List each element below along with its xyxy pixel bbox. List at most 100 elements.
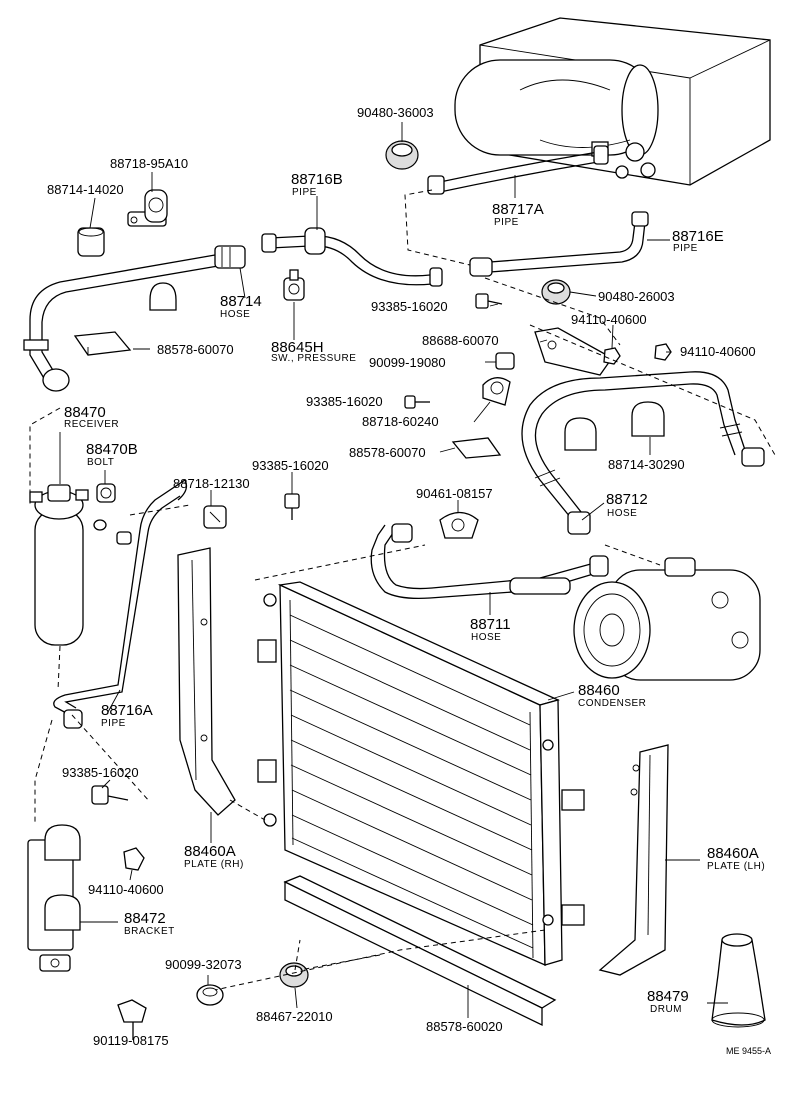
label-88467-22010: 88467-22010 [256, 1009, 333, 1024]
label-88711: 88711 [470, 616, 511, 633]
bolt-93385-d [91, 785, 129, 805]
dashed-connectors [29, 189, 776, 991]
label-88688-60070: 88688-60070 [422, 333, 499, 348]
label-93385-16020-a: 93385-16020 [371, 299, 448, 314]
evaporator-unit [454, 17, 771, 186]
label-88578-60070-b: 88578-60070 [349, 445, 426, 460]
grommet-88714-30290-b [631, 401, 665, 437]
hose-88711 [370, 523, 609, 600]
label-88716A-sub: PIPE [101, 718, 126, 729]
hose-88714 [23, 245, 246, 392]
nut-94110-c [123, 847, 145, 871]
label-88645H-sub: SW., PRESSURE [271, 353, 357, 364]
leader-lines [59, 122, 728, 1040]
label-88645H: 88645H [271, 339, 324, 356]
label-94110-40600-c: 94110-40600 [88, 882, 164, 897]
label-88717A-sub: PIPE [494, 217, 519, 228]
label-88716A: 88716A [101, 702, 153, 719]
label-88712-sub: HOSE [607, 508, 638, 519]
label-90099-32073: 90099-32073 [165, 957, 242, 972]
compressor [573, 557, 761, 681]
label-88470B: 88470B [86, 441, 138, 458]
collar-90099-32073 [196, 984, 224, 1006]
label-88460A-lh: 88460A [707, 845, 759, 862]
bolt-93385-a [475, 293, 503, 309]
label-88718-60240: 88718-60240 [362, 414, 439, 429]
label-90480-26003: 90480-26003 [598, 289, 675, 304]
cushion-88578-60070-b [451, 437, 502, 459]
label-88717A: 88717A [492, 201, 544, 218]
label-88578-60070-a: 88578-60070 [157, 342, 234, 357]
label-88479: 88479 [647, 988, 689, 1005]
cushion-90099-19080 [495, 352, 515, 370]
condenser-fins [289, 614, 534, 949]
label-88460-sub: CONDENSER [578, 698, 647, 709]
label-88718-95A10: 88718-95A10 [110, 156, 189, 171]
label-90119-08175: 90119-08175 [93, 1033, 169, 1048]
condenser-88460 [257, 581, 585, 967]
bolt-93385-c [284, 493, 300, 520]
label-88716E: 88716E [672, 228, 724, 245]
label-88714-14020: 88714-14020 [47, 182, 124, 197]
clamp-88718-95A10 [127, 189, 168, 227]
label-90480-36003: 90480-36003 [357, 105, 434, 120]
label-88578-60020: 88578-60020 [426, 1019, 503, 1034]
label-93385-16020-d: 93385-16020 [62, 765, 139, 780]
grommet-88714-30290-a [564, 417, 597, 451]
label-88714-sub: HOSE [220, 309, 251, 320]
label-88472-sub: BRACKET [124, 926, 175, 937]
label-88460: 88460 [578, 682, 620, 699]
pipe-88717A [427, 145, 609, 195]
grommet-88714-mid [149, 282, 177, 311]
label-94110-40600-a: 94110-40600 [571, 312, 647, 327]
label-90099-19080: 90099-19080 [369, 355, 446, 370]
bolt-93385-b [404, 395, 430, 409]
plate-rh [177, 547, 236, 816]
label-88716B: 88716B [291, 171, 343, 188]
hose-88712 [521, 371, 765, 535]
label-93385-16020-b: 93385-16020 [306, 394, 383, 409]
label-88460A-rh: 88460A [184, 843, 236, 860]
nut-94110-a [603, 347, 621, 365]
grommet-90480-26003 [541, 279, 571, 305]
label-88479-sub: DRUM [650, 1004, 682, 1015]
label-88470B-sub: BOLT [87, 457, 115, 468]
label-88460A-rh-sub: PLATE (RH) [184, 859, 244, 870]
label-88711-sub: HOSE [471, 632, 502, 643]
pressure-switch-88645H [283, 269, 305, 301]
receiver-88470 [29, 484, 89, 646]
bracket-88472 [27, 824, 81, 972]
nut-94110-b [654, 343, 672, 361]
cushion-88578-60070-a [73, 331, 132, 356]
label-88714-30290: 88714-30290 [608, 457, 685, 472]
clamp-90461-08157 [439, 511, 479, 539]
clamp-88718-60240 [482, 377, 511, 406]
label-88470: 88470 [64, 404, 106, 421]
condenser-brackets [257, 593, 585, 926]
label-93385-16020-c: 93385-16020 [252, 458, 329, 473]
label-94110-40600-b: 94110-40600 [680, 344, 756, 359]
label-88712: 88712 [606, 491, 648, 508]
label-88714: 88714 [220, 293, 262, 310]
bolt-90119-08175 [117, 999, 147, 1040]
grommet-88467-22010 [279, 962, 309, 988]
pipe-88716A [53, 479, 188, 729]
plate-lh [598, 744, 669, 976]
pipe-88716B [261, 227, 443, 287]
label-88470-sub: RECEIVER [64, 419, 120, 430]
cushion-88578-60020 [283, 875, 557, 1027]
bracket-88688-60070 [534, 327, 613, 376]
grommet-88714-14020 [77, 227, 105, 257]
drawing-code: ME 9455-A [726, 1046, 772, 1056]
clamp-88718-12130 [203, 505, 227, 529]
bolt-88470B [93, 483, 132, 545]
label-90461-08157: 90461-08157 [416, 486, 493, 501]
label-88718-12130: 88718-12130 [173, 476, 250, 491]
label-88460A-lh-sub: PLATE (LH) [707, 861, 766, 872]
pipe-88716E [469, 211, 649, 277]
label-88716B-sub: PIPE [292, 187, 317, 198]
label-88716E-sub: PIPE [673, 243, 698, 254]
drum-88479 [711, 933, 766, 1028]
